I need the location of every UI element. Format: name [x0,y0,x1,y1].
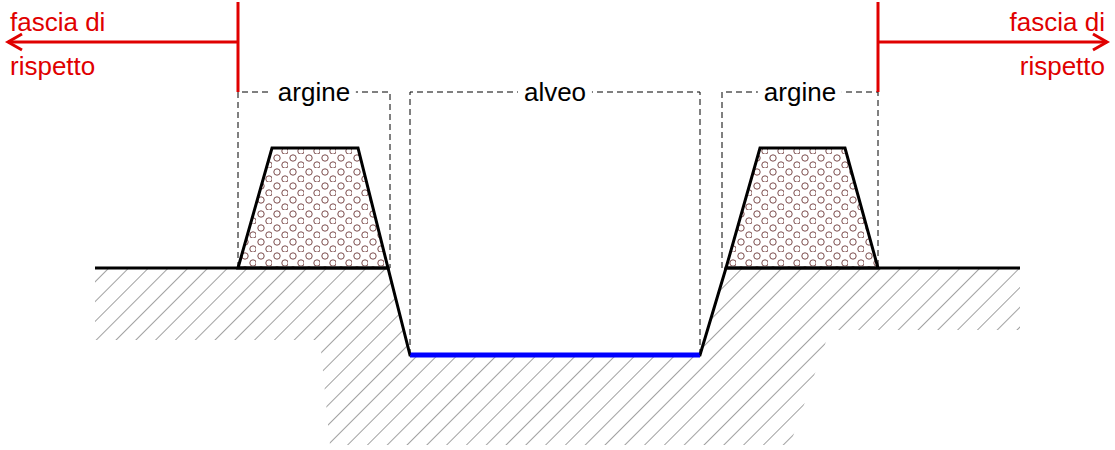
zone-label: fascia di rispetto [985,0,1105,88]
zone-label: fascia di rispetto [10,0,130,88]
left-levee [238,148,388,268]
water-bed [410,353,700,358]
dimension-brackets [238,92,878,355]
levee-label: argine [272,77,356,107]
ground-profile [95,268,1020,355]
levee-label: argine [758,77,842,107]
ground-hatching [95,268,1020,445]
channel-label: alveo [518,77,592,107]
right-levee [726,148,878,268]
